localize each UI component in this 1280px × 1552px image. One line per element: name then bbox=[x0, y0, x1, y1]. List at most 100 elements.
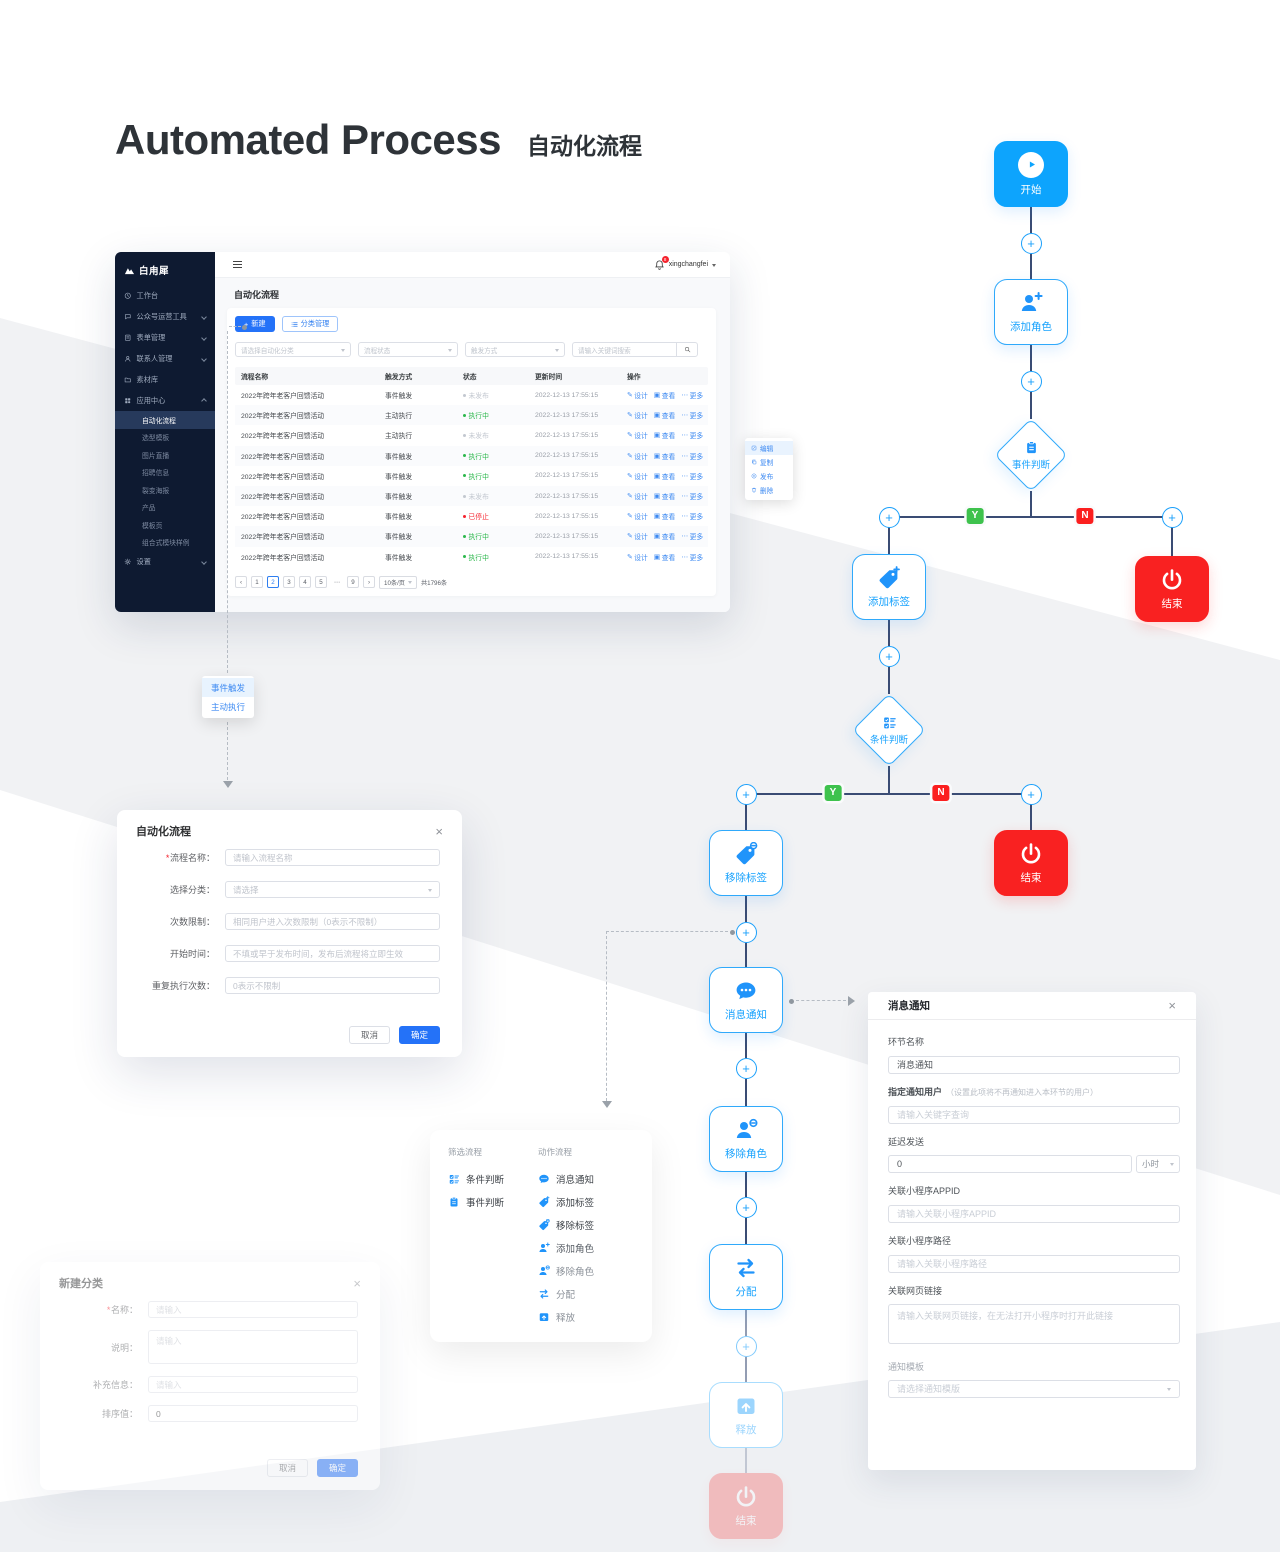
add-node-button[interactable]: + bbox=[1020, 370, 1042, 392]
flow-node-message-notify[interactable]: 消息通知 bbox=[709, 967, 783, 1033]
option-manual-run[interactable]: 主动执行 bbox=[210, 701, 245, 712]
view-link[interactable]: ▣查看 bbox=[653, 472, 676, 481]
add-node-button[interactable]: + bbox=[735, 1335, 757, 1357]
more-link[interactable]: ⋯更多 bbox=[681, 513, 704, 522]
category-desc-textarea[interactable] bbox=[148, 1330, 358, 1364]
more-link[interactable]: ⋯更多 bbox=[681, 533, 704, 542]
design-link[interactable]: ✎设计 bbox=[627, 513, 648, 522]
search-button[interactable] bbox=[676, 342, 698, 357]
menu-item-copy[interactable]: 复制 bbox=[745, 455, 793, 469]
view-link[interactable]: ▣查看 bbox=[653, 452, 676, 461]
add-node-button[interactable]: + bbox=[735, 783, 757, 805]
flow-node-start[interactable]: 开始 bbox=[994, 141, 1068, 207]
page-button[interactable]: 4 bbox=[299, 576, 311, 589]
flow-node-end[interactable]: 结束 bbox=[994, 830, 1068, 896]
add-node-button[interactable]: + bbox=[1020, 783, 1042, 805]
flow-node-end[interactable]: 结束 bbox=[1135, 556, 1209, 622]
design-link[interactable]: ✎设计 bbox=[627, 432, 648, 441]
table-row[interactable]: 2022年跨年老客户回馈活动主动执行 执行中 2022-12-13 17:55:… bbox=[235, 405, 708, 426]
category-name-input[interactable] bbox=[148, 1301, 358, 1318]
create-button[interactable]: +新建 bbox=[235, 316, 275, 332]
sidebar-subitem-fission-poster[interactable]: 裂变海报 bbox=[142, 487, 170, 495]
view-link[interactable]: ▣查看 bbox=[653, 392, 676, 401]
design-link[interactable]: ✎设计 bbox=[627, 472, 648, 481]
view-link[interactable]: ▣查看 bbox=[653, 432, 676, 441]
step-name-input[interactable] bbox=[888, 1055, 1180, 1074]
palette-item-condition-judge[interactable]: 条件判断 bbox=[448, 1167, 504, 1190]
more-link[interactable]: ⋯更多 bbox=[681, 472, 704, 481]
flow-node-remove-tag[interactable]: 移除标签 bbox=[709, 830, 783, 896]
palette-item-add-role[interactable]: 添加角色 bbox=[538, 1236, 594, 1259]
flow-node-add-role[interactable]: 添加角色 bbox=[994, 279, 1068, 345]
design-link[interactable]: ✎设计 bbox=[627, 533, 648, 542]
bell-icon[interactable]: 8 bbox=[654, 255, 669, 271]
add-node-button[interactable]: + bbox=[878, 645, 900, 667]
palette-item-remove-tag[interactable]: 移除标签 bbox=[538, 1213, 594, 1236]
search-input[interactable]: 请输入关键词搜索 bbox=[572, 342, 676, 357]
sidebar-subitem-automated-process[interactable]: 自动化流程 bbox=[115, 411, 215, 429]
more-link[interactable]: ⋯更多 bbox=[681, 392, 704, 401]
view-link[interactable]: ▣查看 bbox=[653, 553, 676, 562]
category-manage-button[interactable]: 分类管理 bbox=[281, 316, 339, 332]
more-link[interactable]: ⋯更多 bbox=[681, 412, 704, 421]
mini-app-path-input[interactable] bbox=[888, 1254, 1180, 1273]
sidebar-item-form-management[interactable]: 表单管理 bbox=[115, 327, 215, 348]
table-row[interactable]: 2022年跨年老客户回馈活动事件触发 执行中 2022-12-13 17:55:… bbox=[241, 472, 704, 481]
confirm-button[interactable]: 确定 bbox=[316, 1459, 358, 1477]
sidebar-subitem-model-template[interactable]: 选型模板 bbox=[142, 435, 170, 443]
sidebar-item-official-account-tools[interactable]: 公众号运营工具 bbox=[115, 306, 215, 327]
close-icon[interactable]: × bbox=[353, 1275, 361, 1291]
view-link[interactable]: ▣查看 bbox=[653, 533, 676, 542]
next-page-button[interactable]: › bbox=[363, 576, 375, 589]
add-node-button[interactable]: + bbox=[878, 506, 900, 528]
add-node-button[interactable]: + bbox=[1020, 232, 1042, 254]
sidebar-subitem-photo-live[interactable]: 图片直播 bbox=[142, 452, 170, 460]
flow-node-release[interactable]: 释放 bbox=[709, 1382, 783, 1448]
add-node-button[interactable]: + bbox=[735, 1196, 757, 1218]
mini-app-id-input[interactable] bbox=[888, 1204, 1180, 1223]
sidebar-subitem-product[interactable]: 产品 bbox=[142, 505, 156, 513]
palette-item-remove-role[interactable]: 移除角色 bbox=[538, 1259, 594, 1282]
category-order-input[interactable] bbox=[148, 1405, 358, 1422]
design-link[interactable]: ✎设计 bbox=[627, 452, 648, 461]
flow-node-end[interactable]: 结束 bbox=[709, 1473, 783, 1539]
prev-page-button[interactable]: ‹ bbox=[235, 576, 247, 589]
more-link[interactable]: ⋯更多 bbox=[681, 452, 704, 461]
repeat-count-input[interactable] bbox=[225, 977, 440, 994]
palette-item-release[interactable]: 释放 bbox=[538, 1305, 594, 1328]
add-node-button[interactable]: + bbox=[1161, 506, 1183, 528]
more-link[interactable]: ⋯更多 bbox=[681, 553, 704, 562]
cancel-button[interactable]: 取消 bbox=[348, 1026, 390, 1044]
table-row[interactable]: 2022年跨年老客户回馈活动主动执行 未发布 2022-12-13 17:55:… bbox=[241, 431, 704, 441]
flow-node-add-tag[interactable]: 添加标签 bbox=[852, 554, 926, 620]
menu-item-publish[interactable]: 发布 bbox=[745, 469, 793, 483]
more-link[interactable]: ⋯更多 bbox=[681, 493, 704, 502]
palette-item-add-tag[interactable]: 添加标签 bbox=[538, 1190, 594, 1213]
option-event-trigger[interactable]: 事件触发 bbox=[202, 678, 254, 697]
process-name-input[interactable] bbox=[225, 849, 440, 866]
notify-user-input[interactable] bbox=[888, 1105, 1180, 1124]
user-menu[interactable]: 8 xingchangfei bbox=[654, 255, 716, 271]
category-extra-input[interactable] bbox=[148, 1376, 358, 1393]
sidebar-item-app-center[interactable]: 应用中心 bbox=[115, 390, 215, 411]
page-button[interactable]: 3 bbox=[283, 576, 295, 589]
notify-template-select[interactable]: 请选择通知模版 bbox=[888, 1379, 1180, 1398]
sidebar-item-workbench[interactable]: 工作台 bbox=[115, 285, 215, 306]
page-button[interactable]: 5 bbox=[315, 576, 327, 589]
category-select[interactable]: 请选择 bbox=[225, 881, 440, 898]
menu-item-edit[interactable]: 编辑 bbox=[745, 441, 793, 455]
view-link[interactable]: ▣查看 bbox=[653, 493, 676, 502]
table-row[interactable]: 2022年跨年老客户回馈活动事件触发 已停止 2022-12-13 17:55:… bbox=[241, 512, 704, 522]
confirm-button[interactable]: 确定 bbox=[398, 1026, 440, 1044]
more-link[interactable]: ⋯更多 bbox=[681, 432, 704, 441]
delay-unit-select[interactable]: 小时 bbox=[1136, 1154, 1180, 1173]
close-icon[interactable]: × bbox=[1168, 998, 1176, 1013]
flow-node-condition-judge[interactable]: 条件判断 bbox=[852, 693, 926, 767]
cancel-button[interactable]: 取消 bbox=[266, 1459, 308, 1477]
view-link[interactable]: ▣查看 bbox=[653, 513, 676, 522]
sidebar-subitem-template-page[interactable]: 模板页 bbox=[142, 522, 163, 530]
menu-item-delete[interactable]: 删除 bbox=[745, 483, 793, 497]
sidebar-item-material-library[interactable]: 素材库 bbox=[115, 369, 215, 390]
status-filter-select[interactable]: 流程状态 bbox=[358, 342, 458, 357]
palette-item-message-notify[interactable]: 消息通知 bbox=[538, 1167, 594, 1190]
